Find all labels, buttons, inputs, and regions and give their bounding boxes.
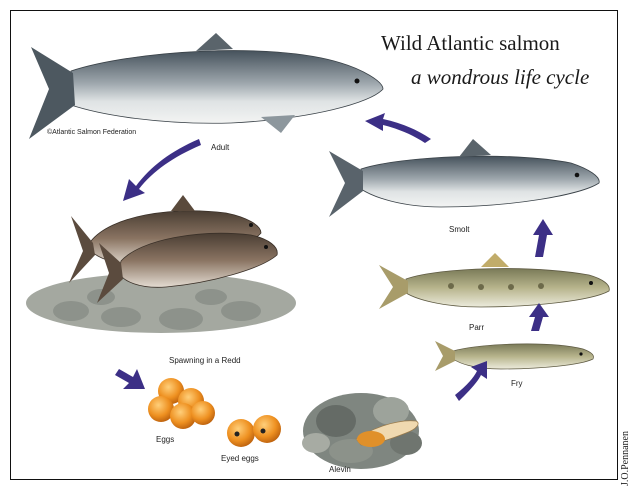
title-main: Wild Atlantic salmon [381, 31, 560, 56]
label-smolt: Smolt [449, 225, 469, 234]
arrow-parr-to-smolt [533, 219, 553, 257]
adult-salmon [29, 33, 383, 139]
parr-salmon [379, 253, 609, 309]
arrow-eggs-to-alevin [455, 361, 487, 401]
artist-credit: J.O.Pennanen [620, 431, 631, 486]
label-eyed-eggs: Eyed eggs [221, 454, 259, 463]
label-fry: Fry [511, 379, 523, 388]
smolt-salmon [329, 139, 599, 217]
fry-salmon [435, 341, 594, 371]
illustration-frame: Wild Atlantic salmon a wondrous life cyc… [10, 10, 618, 480]
label-parr: Parr [469, 323, 484, 332]
eyed-eggs-cluster [227, 415, 281, 447]
arrow-adult-to-spawning [123, 139, 201, 201]
label-alevin: Alevin [329, 465, 351, 474]
arrow-fry-to-parr [529, 303, 549, 331]
arrow-smolt-to-adult [365, 113, 431, 143]
title-subtitle: a wondrous life cycle [411, 65, 589, 90]
eggs-cluster [148, 378, 215, 429]
label-eggs: Eggs [156, 435, 174, 444]
spawning-redd [26, 195, 296, 333]
copyright-label: ©Atlantic Salmon Federation [47, 129, 136, 136]
label-spawning: Spawning in a Redd [169, 356, 241, 365]
arrow-spawning-to-eggs [115, 369, 145, 389]
alevin-gravel [302, 393, 422, 469]
label-adult: Adult [211, 143, 229, 152]
